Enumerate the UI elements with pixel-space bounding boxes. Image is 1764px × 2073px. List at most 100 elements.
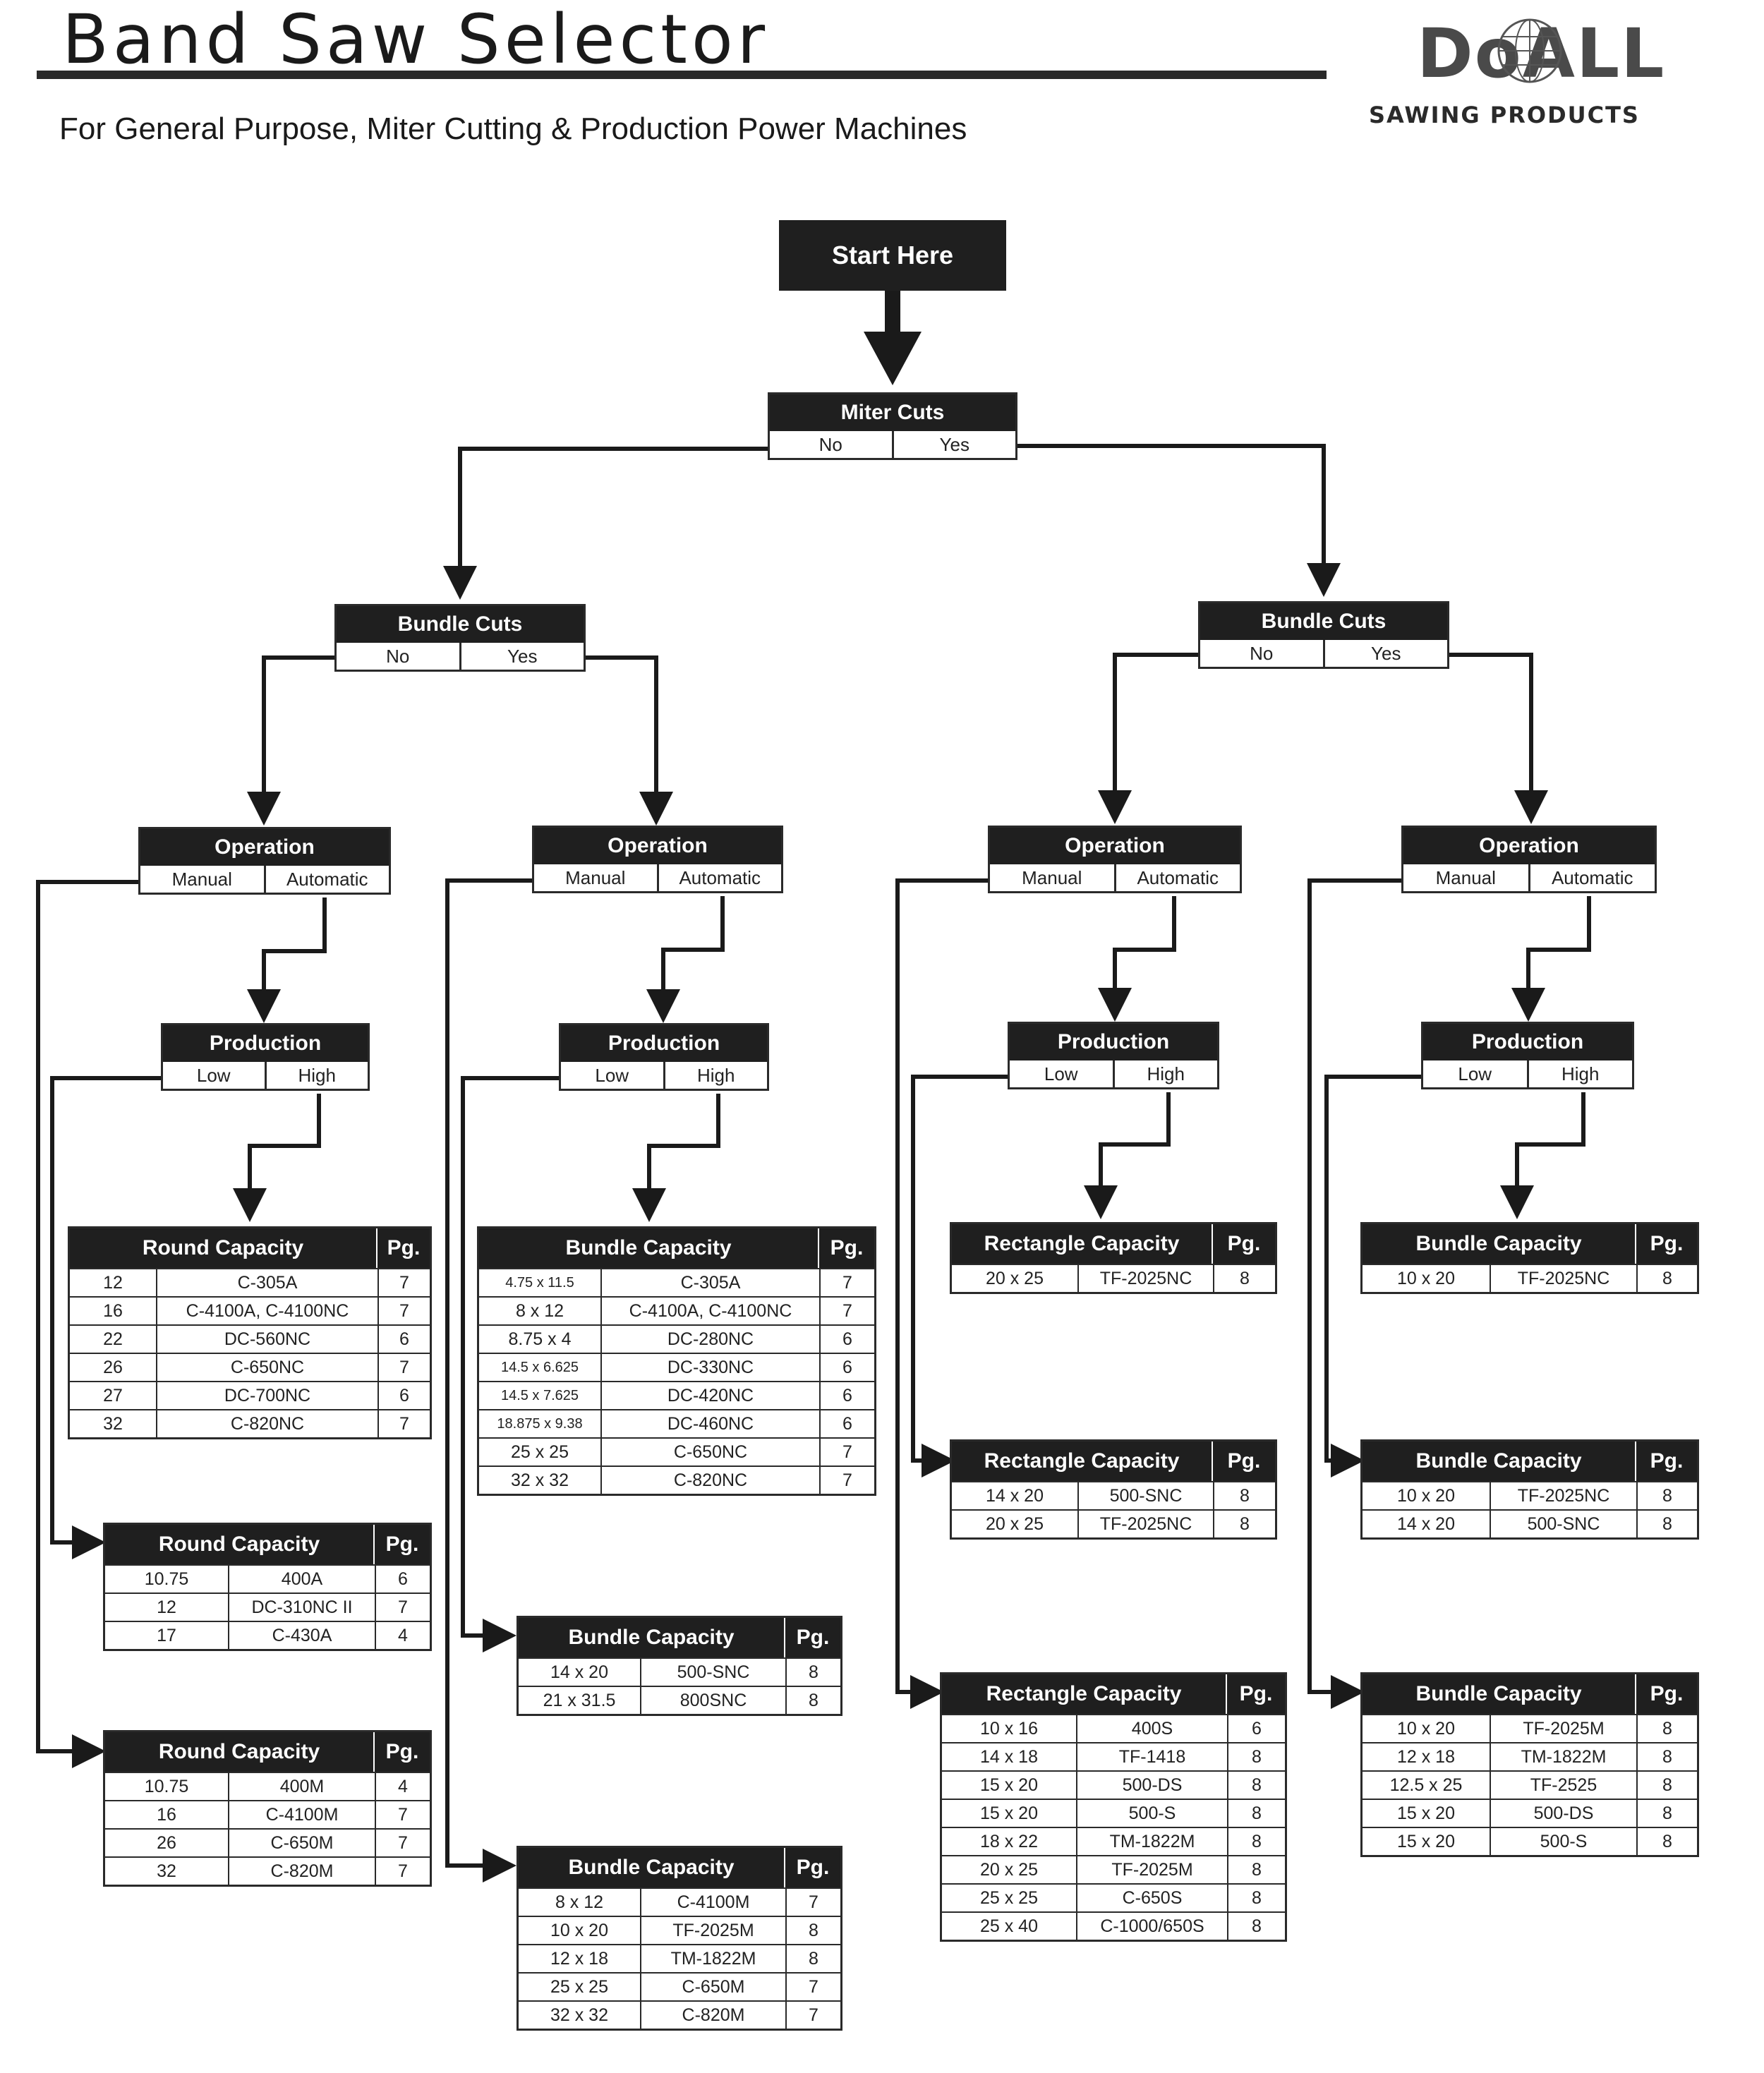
page-cell: 7 — [819, 1298, 874, 1324]
connector-bl-no — [247, 655, 334, 826]
capacity-cell: 15 x 20 — [979, 1803, 1038, 1823]
model-cell: C-4100M — [228, 1801, 375, 1828]
page-cell: 8 — [785, 1917, 840, 1944]
option-low: Low — [1458, 1063, 1492, 1084]
capacity-cell: 26 — [103, 1358, 123, 1377]
capacity-cell: 10 x 16 — [979, 1719, 1038, 1739]
doall-logo: DoALL SAWING PRODUCTS — [1369, 14, 1715, 134]
page-cell: 8 — [1636, 1482, 1697, 1509]
model-cell: C-4100A, C-4100NC — [600, 1298, 819, 1324]
model-cell: TM-1822M — [1490, 1743, 1636, 1770]
connector-prod3-low — [911, 1075, 1008, 1477]
model-cell: DC-420NC — [600, 1382, 819, 1409]
option-low: Low — [196, 1065, 231, 1086]
capacity-cell: 16 — [103, 1301, 123, 1321]
page-column-header: Pg. — [1226, 1674, 1285, 1714]
page-cell: 8 — [1636, 1511, 1697, 1537]
option-manual: Manual — [565, 867, 626, 888]
option-high: High — [1526, 1060, 1633, 1087]
connector-prod2-high — [632, 1094, 720, 1222]
model-cell: DC-280NC — [600, 1326, 819, 1353]
capacity-cell: 32 x 32 — [510, 1470, 569, 1490]
model-cell: C-820NC — [156, 1410, 377, 1437]
table-title: Rectangle Capacity — [984, 1232, 1180, 1255]
model-cell: 500-SNC — [640, 1659, 785, 1686]
page-cell: 8 — [785, 1687, 840, 1714]
model-cell: C-4100A, C-4100NC — [156, 1298, 377, 1324]
page-cell: 7 — [785, 1974, 840, 2000]
decision-title: Operation — [534, 828, 781, 864]
connector-prod4-low — [1324, 1075, 1422, 1477]
table-title: Bundle Capacity — [1415, 1682, 1582, 1705]
capacity-cell: 14 x 20 — [985, 1486, 1044, 1506]
table-title: Round Capacity — [158, 1740, 320, 1763]
capacity-cell: 4.75 x 11.5 — [505, 1275, 574, 1291]
page-cell: 8 — [1213, 1265, 1275, 1292]
connector-br-no — [1098, 653, 1200, 824]
connector-prod1-low — [50, 1076, 161, 1559]
capacity-cell: 8.75 x 4 — [508, 1329, 572, 1349]
page-cell: 7 — [377, 1269, 430, 1296]
table-title: Rectangle Capacity — [986, 1682, 1182, 1705]
page-cell: 8 — [1227, 1913, 1285, 1940]
option-manual: Manual — [171, 869, 232, 890]
page-cell: 8 — [1227, 1800, 1285, 1827]
model-cell: DC-460NC — [600, 1410, 819, 1437]
page-column-header: Pg. — [376, 1228, 430, 1268]
model-cell: TF-2025NC — [1077, 1511, 1213, 1537]
model-cell: TF-2025M — [640, 1917, 785, 1944]
connector-prod4-high — [1500, 1092, 1585, 1219]
model-cell: DC-330NC — [600, 1354, 819, 1381]
page-title: Band Saw Selector — [62, 0, 770, 79]
option-yes: Yes — [891, 431, 1016, 458]
capacity-cell: 25 x 40 — [979, 1916, 1038, 1936]
page-cell: 8 — [1227, 1885, 1285, 1911]
option-yes: Yes — [459, 643, 584, 670]
capacity-cell: 10 x 20 — [1396, 1486, 1455, 1506]
connector-prod3-high — [1084, 1092, 1171, 1219]
globe-icon — [1497, 18, 1562, 83]
decision-title: Bundle Cuts — [337, 606, 584, 643]
capacity-cell: 18 x 22 — [979, 1832, 1038, 1851]
model-cell: TF-2025M — [1490, 1715, 1636, 1742]
connector-op4-manual — [1307, 878, 1401, 1709]
capacity-cell: 15 x 20 — [1396, 1832, 1455, 1851]
model-cell: TF-2025NC — [1077, 1265, 1213, 1292]
page-column-header: Pg. — [1212, 1442, 1275, 1481]
connector-op1-auto — [247, 898, 327, 1023]
model-cell: DC-310NC II — [228, 1594, 375, 1621]
start-here-box: Start Here — [779, 220, 1006, 291]
page-column-header: Pg. — [1212, 1224, 1275, 1264]
model-cell: C-305A — [156, 1269, 377, 1296]
decision-title: Production — [1423, 1024, 1632, 1060]
capacity-cell: 32 x 32 — [550, 2005, 608, 2025]
page-cell: 8 — [1636, 1772, 1697, 1799]
page-cell: 7 — [785, 2002, 840, 2029]
capacity-cell: 20 x 25 — [979, 1860, 1038, 1880]
page-cell: 7 — [375, 1830, 430, 1856]
option-high: High — [264, 1062, 368, 1089]
